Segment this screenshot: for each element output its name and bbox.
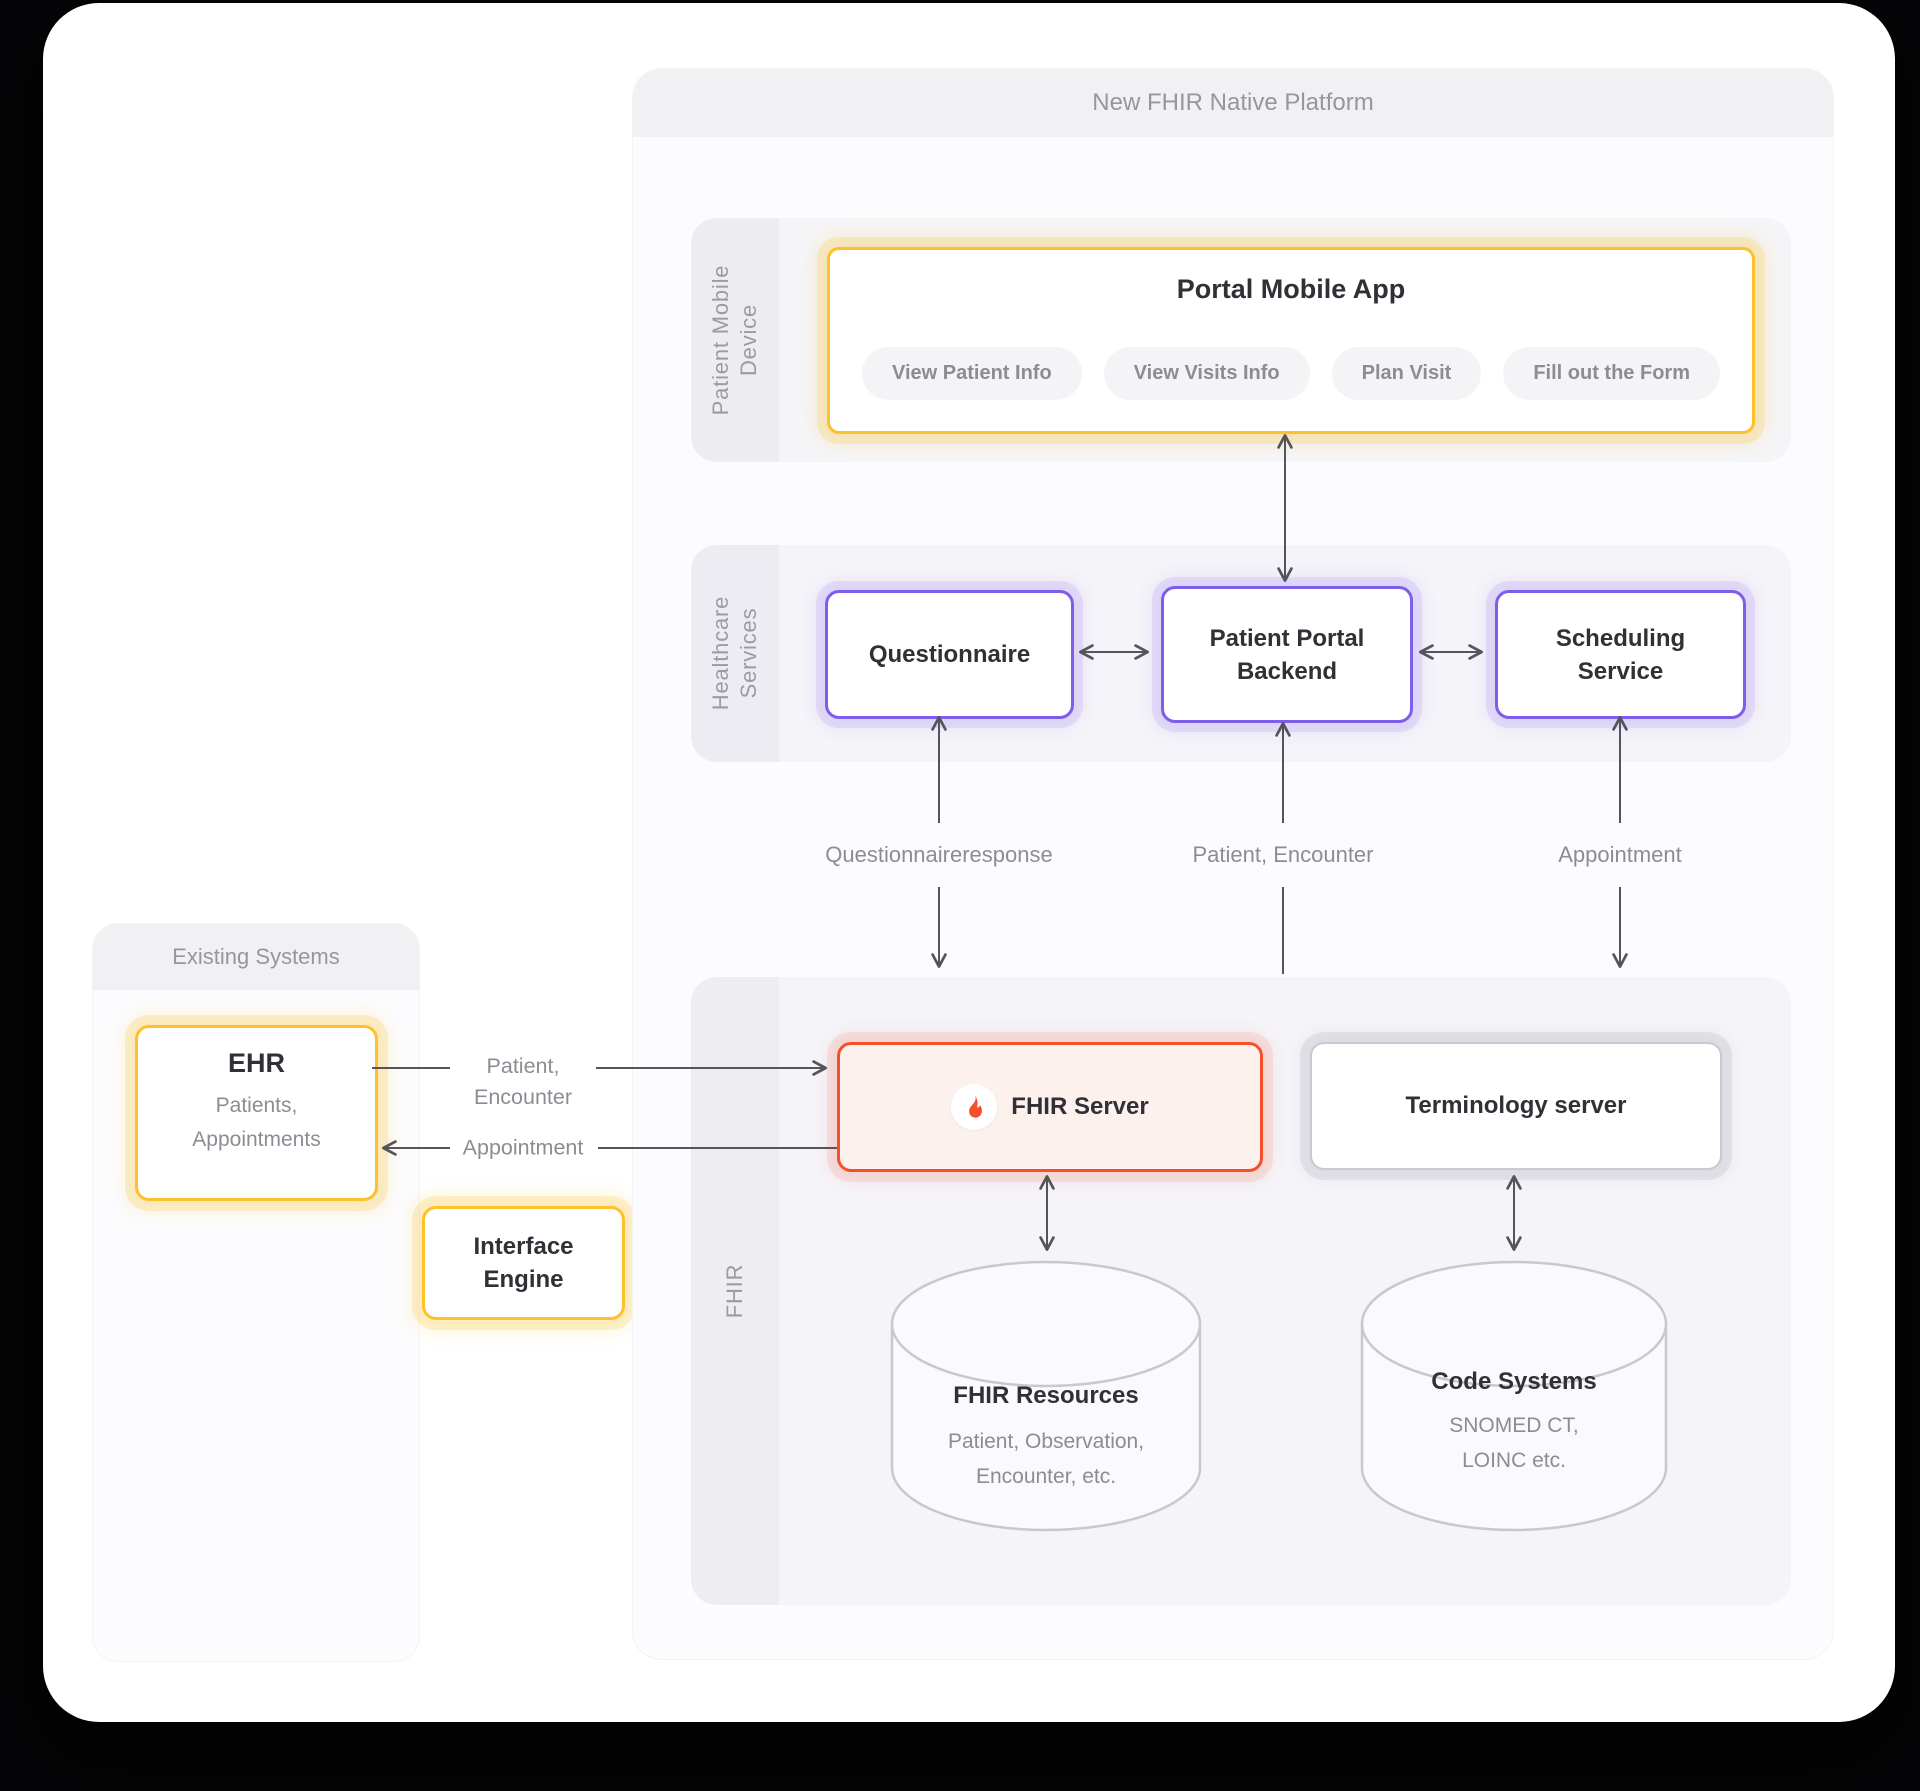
code-systems-title: Code Systems: [1431, 1368, 1597, 1395]
fhir-label: FHIR: [722, 1263, 747, 1319]
pill-plan-visit: Plan Visit: [1331, 347, 1482, 400]
code-systems-sub1: SNOMED CT,: [1449, 1414, 1579, 1437]
ehr-box: EHR Patients, Appointments: [135, 1025, 378, 1201]
scheduling-service-box: Scheduling Service: [1495, 590, 1746, 719]
connector-label-patient-encounter: Patient, Encounter: [473, 1054, 573, 1109]
ehr-title: EHR: [227, 1048, 285, 1078]
ehr-subtitle: Patients, Appointments: [192, 1094, 321, 1151]
fhir-strip: [691, 977, 779, 1605]
pill-view-patient-info: View Patient Info: [862, 347, 1082, 400]
connector-label-appointment: Appointment: [462, 1135, 584, 1160]
flow-label-questionnaireresponse: Questionnaireresponse: [825, 842, 1053, 867]
questionnaire-box: Questionnaire: [825, 590, 1074, 719]
code-systems-sub2: LOINC etc.: [1462, 1449, 1566, 1472]
interface-engine-box: Interface Engine: [422, 1206, 625, 1320]
flow-label-appointment: Appointment: [1558, 842, 1682, 867]
patient-portal-backend-box: Patient Portal Backend: [1161, 586, 1413, 723]
fhir-resources-sub1: Patient, Observation,: [947, 1430, 1145, 1453]
portal-mobile-app-title: Portal Mobile App: [1176, 274, 1406, 304]
patient-mobile-device-label: Patient Mobile Device: [708, 264, 761, 416]
fhir-server-box: FHIR Server: [837, 1042, 1263, 1172]
pill-view-visits-info: View Visits Info: [1103, 347, 1310, 400]
healthcare-services-strip: [691, 545, 779, 762]
flow-label-patient-encounter: Patient, Encounter: [1192, 842, 1374, 867]
fhir-resources-sub2: Encounter, etc.: [975, 1465, 1117, 1488]
portal-mobile-app-actions: View Patient Info View Visits Info Plan …: [830, 347, 1752, 400]
diagram-card: Existing Systems EHR Patients, Appointme…: [43, 3, 1895, 1722]
healthcare-services-label: Healthcare Services: [708, 595, 761, 711]
existing-systems-title: Existing Systems: [93, 924, 419, 990]
flame-icon: [951, 1084, 998, 1130]
platform-title: New FHIR Native Platform: [633, 69, 1833, 137]
patient-mobile-device-strip: [691, 218, 779, 462]
pill-fill-out-the-form: Fill out the Form: [1503, 347, 1720, 400]
fhir-resources-cylinder: [890, 1324, 1202, 1532]
terminology-server-box: Terminology server: [1310, 1042, 1722, 1170]
portal-mobile-app-box: Portal Mobile App View Patient Info View…: [827, 247, 1755, 434]
fhir-resources-title: FHIR Resources: [953, 1382, 1139, 1409]
